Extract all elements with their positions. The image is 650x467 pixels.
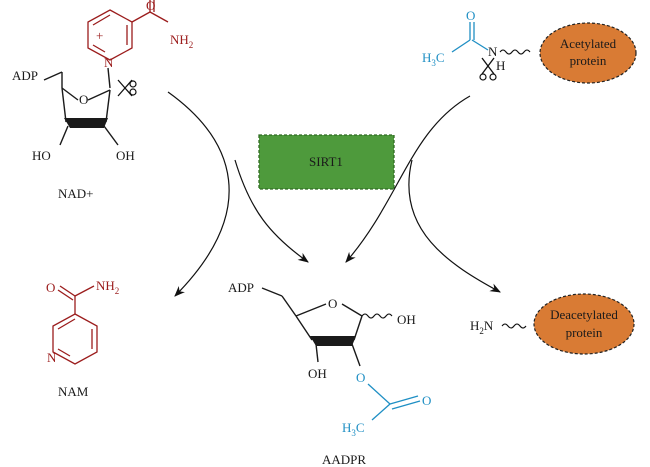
nam-nitrogen: N: [47, 350, 57, 365]
nam-molecule: O NH2 N NAM: [46, 278, 119, 399]
ch2-bond: [281, 295, 297, 317]
arrow-to-deacetylated: [408, 159, 501, 293]
amide-nitrogen: N: [488, 44, 498, 59]
adp-bond: [43, 71, 63, 81]
reaction-arrows: [167, 91, 501, 297]
nad-adp: ADP: [12, 68, 38, 83]
nam-amide-n-bond: [74, 285, 95, 297]
ribose-bond: [87, 89, 111, 101]
positive-charge: +: [96, 28, 103, 43]
nam-double-bond: [57, 318, 76, 330]
oh-bond: [59, 125, 69, 146]
amide-c-n-bond: [471, 39, 489, 51]
acetyl-ch3: H3C: [422, 50, 445, 68]
aadpr-ring-oxygen: O: [328, 296, 337, 311]
aadpr-molecule: ADP O OH OH O O H3C AADPR: [228, 280, 431, 467]
amide-hydrogen: H: [496, 58, 505, 73]
scissors-icon: [117, 79, 137, 97]
oh-bond: [315, 343, 319, 363]
deacetylated-protein: H2N Deacetylated protein: [470, 293, 635, 355]
deacetylated-protein-blob: [533, 293, 635, 355]
nam-oxygen: O: [46, 280, 55, 295]
sirt1-box: [258, 134, 395, 190]
protein-linker-wavy: [501, 323, 527, 329]
adp-bond: [261, 287, 283, 297]
nad-ho-left: HO: [32, 148, 51, 163]
nam-carbonyl: [59, 285, 76, 297]
ester-o-c-bond: [367, 383, 391, 405]
protein-linker-wavy: [499, 49, 531, 55]
ribose-bond: [341, 303, 363, 317]
ribose-wedge: [310, 336, 356, 346]
nam-ring: [52, 313, 98, 365]
scissors-icon: [479, 57, 497, 81]
amide-n-bond: [149, 11, 169, 23]
ring-double-bond: [92, 14, 111, 26]
ester-ch3-bond: [371, 403, 391, 421]
glycosidic-bond: [107, 67, 111, 89]
arrow-to-aadpr-right: [345, 95, 471, 263]
acetylated-protein: H3C O N H Acetylated protein: [422, 8, 637, 84]
ester-carbonyl: [389, 395, 419, 405]
ester-carbonyl-oxygen: O: [422, 393, 431, 408]
oh-bond: [103, 125, 119, 146]
anomeric-wavy: [361, 313, 393, 319]
amide-bond: [131, 11, 151, 23]
deacetylated-label-1: Deacetylated: [550, 307, 618, 322]
ribose-bond: [61, 87, 67, 123]
ribose-bond: [295, 303, 327, 317]
ester-oxygen: O: [356, 370, 365, 385]
nad-name: NAD+: [58, 186, 94, 201]
sirt1-enzyme: SIRT1: [258, 134, 395, 190]
aadpr-name: AADPR: [322, 452, 366, 467]
amide-nh2: NH2: [170, 32, 193, 50]
ester-carbonyl: [391, 400, 421, 410]
acetyl-oxygen: O: [466, 8, 475, 23]
aadpr-ch3: H3C: [342, 420, 365, 438]
arrow-to-aadpr-left: [234, 159, 309, 263]
ribose-wedge: [64, 118, 108, 128]
nam-double-bond: [57, 348, 71, 357]
pyridinium-nitrogen: N: [104, 55, 114, 70]
aadpr-oh-right: OH: [397, 312, 416, 327]
ring-double-bond: [92, 44, 106, 53]
ribose-oxygen: O: [79, 92, 88, 107]
nam-carbonyl: [57, 289, 74, 301]
nam-nh2: NH2: [96, 278, 119, 296]
nam-name: NAM: [58, 384, 89, 399]
amide-oxygen: O: [146, 0, 155, 13]
deacetylated-h2n: H2N: [470, 318, 494, 336]
ribose-bond: [295, 315, 313, 341]
deacetylated-label-2: protein: [566, 325, 603, 340]
acetylated-label-1: Acetylated: [560, 36, 617, 51]
aadpr-oh-left: OH: [308, 366, 327, 381]
arrow-to-nam: [167, 91, 230, 297]
pyridinium-ring: [87, 9, 133, 61]
aadpr-adp: ADP: [228, 280, 254, 295]
acetylated-protein-blob: [539, 22, 637, 84]
ribose-bond: [105, 89, 111, 123]
sirt1-label: SIRT1: [309, 154, 343, 169]
ribose-bond: [61, 87, 79, 101]
acetylated-label-2: protein: [570, 53, 607, 68]
ester-bond: [351, 343, 361, 367]
nad-oh-right: OH: [116, 148, 135, 163]
acetyl-c-c-bond: [451, 39, 471, 53]
nad-molecule: O NH2 N + O ADP HO OH NAD+: [12, 0, 193, 201]
